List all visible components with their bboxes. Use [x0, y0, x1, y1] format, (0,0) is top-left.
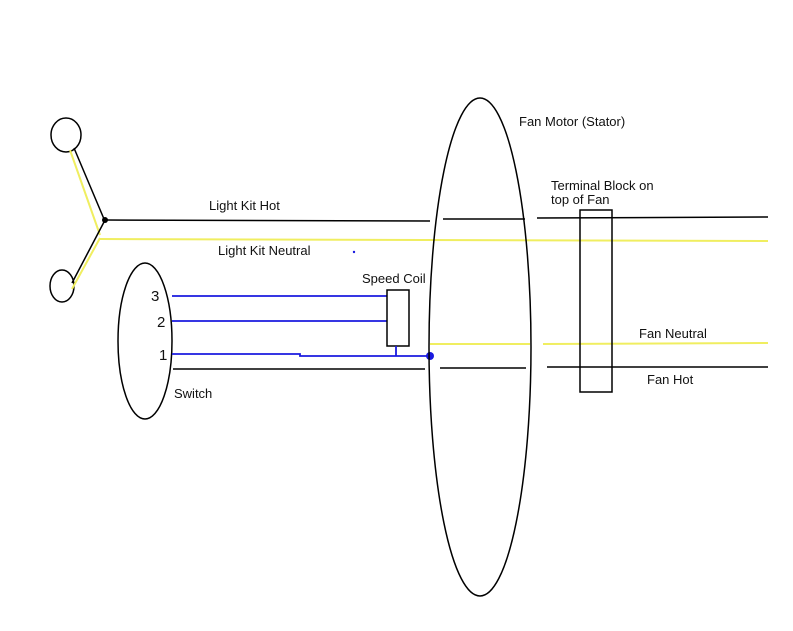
bulb-bottom-neutral-lead	[71, 237, 101, 290]
motor-connection-dot	[426, 352, 434, 360]
speed-coil-label: Speed Coil	[362, 271, 426, 286]
fan-motor-label: Fan Motor (Stator)	[519, 114, 625, 129]
switch-position-1: 1	[159, 347, 167, 364]
bulb-top-hot-lead	[73, 147, 105, 220]
switch-position-3: 3	[151, 288, 159, 305]
fan-neutral-wire-b	[542, 342, 769, 345]
fan-hot-label: Fan Hot	[647, 372, 694, 387]
light-kit-neutral-label: Light Kit Neutral	[218, 243, 311, 258]
speed-coil	[386, 289, 410, 347]
light-bulb-top	[50, 117, 82, 153]
bulb-bottom-hot-lead	[71, 221, 105, 284]
switch-label: Switch	[174, 386, 212, 401]
terminal-block-label-line2: top of Fan	[551, 192, 610, 207]
switch-body	[117, 262, 173, 420]
light-kit-hot-wire-c	[536, 216, 769, 219]
speed-wire-1	[172, 353, 430, 357]
stray-dot	[352, 250, 356, 254]
switch-position-2: 2	[157, 314, 165, 331]
terminal-block	[579, 209, 613, 393]
terminal-block-label-line1: Terminal Block on	[551, 178, 654, 193]
light-kit-hot-label: Light Kit Hot	[209, 198, 280, 213]
fan-motor-stator	[428, 97, 532, 597]
fan-neutral-label: Fan Neutral	[639, 326, 707, 341]
bulb-top-neutral-lead	[69, 149, 101, 236]
light-bulb-bottom	[49, 269, 75, 303]
light-kit-hot-wire-a	[104, 219, 431, 222]
